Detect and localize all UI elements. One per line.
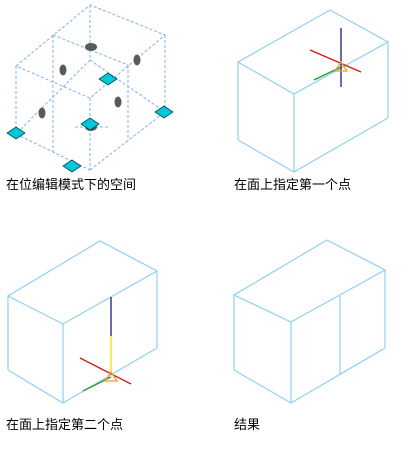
grip-icon[interactable] bbox=[62, 159, 82, 173]
caption-step2: 在面上指定第一个点 bbox=[234, 178, 352, 193]
caption-step1: 在位编辑模式下的空间 bbox=[6, 178, 137, 193]
panel-second-point-box bbox=[6, 240, 159, 404]
grip-icon[interactable] bbox=[80, 117, 100, 131]
cursor-triad-icon bbox=[309, 28, 362, 87]
panel-inplace-edit-box bbox=[6, 4, 174, 173]
grip-icon[interactable] bbox=[98, 72, 118, 86]
panel-first-point-box bbox=[236, 9, 390, 173]
caption-step4: 结果 bbox=[234, 418, 261, 433]
panel-result-box bbox=[232, 239, 387, 404]
caption-step3: 在面上指定第二个点 bbox=[6, 418, 124, 433]
cursor-triad-icon bbox=[79, 357, 132, 392]
grip-icon[interactable] bbox=[154, 105, 174, 119]
grip-icon[interactable] bbox=[6, 126, 26, 140]
